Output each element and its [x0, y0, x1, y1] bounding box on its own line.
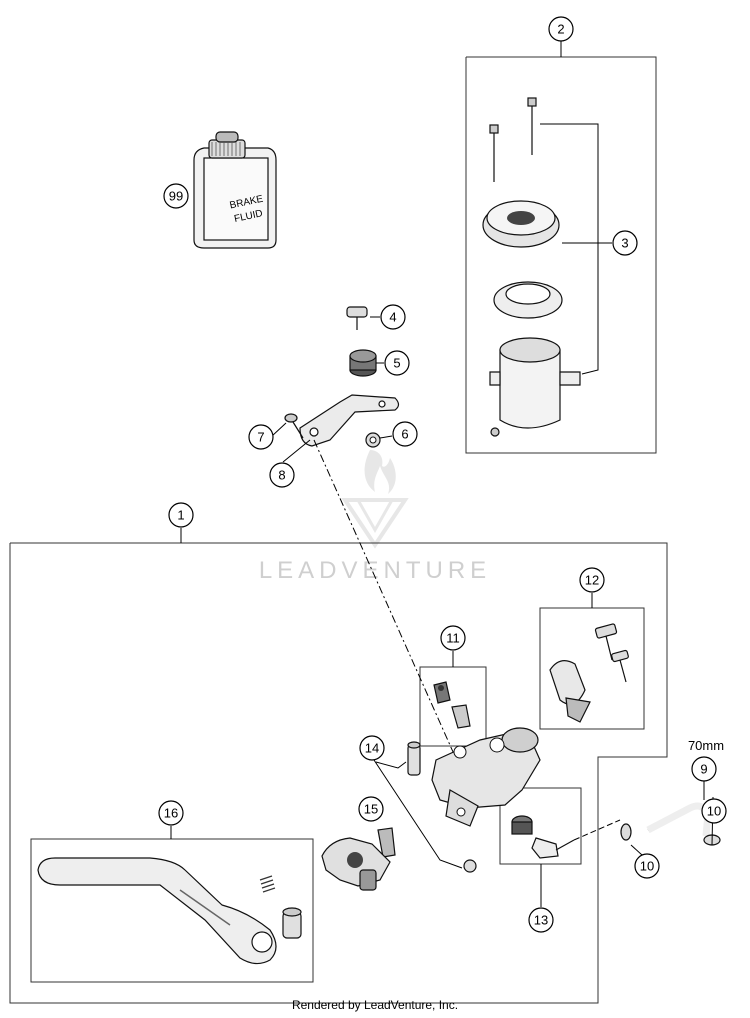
pin-part-14 — [407, 741, 421, 776]
callout-7: 7 — [248, 424, 274, 450]
bracket-part-8 — [299, 394, 400, 447]
svg-text:99: 99 — [169, 189, 183, 204]
svg-text:3: 3 — [621, 236, 628, 251]
nut-part-14b — [463, 859, 477, 873]
svg-text:7: 7 — [257, 430, 264, 445]
screw-part-7 — [284, 413, 304, 439]
callout-13: 13 — [528, 907, 554, 933]
callout-14: 14 — [359, 735, 385, 761]
callout-99: 99 — [163, 183, 189, 209]
callout-11: 11 — [440, 625, 466, 651]
callout-6: 6 — [392, 421, 418, 447]
reservoir-screws — [489, 97, 537, 182]
callout-15: 15 — [358, 796, 384, 822]
svg-text:10: 10 — [640, 859, 654, 874]
bleed-nipple-part-11 — [433, 681, 471, 729]
callout-8: 8 — [269, 462, 295, 488]
callout-10-left: 10 — [634, 853, 660, 879]
reservoir-group-frame — [465, 56, 657, 454]
callout-3: 3 — [612, 230, 638, 256]
svg-text:14: 14 — [365, 741, 379, 756]
svg-text:15: 15 — [364, 802, 378, 817]
svg-text:9: 9 — [700, 762, 707, 777]
adjuster-assembly — [321, 837, 391, 891]
callout-5: 5 — [384, 350, 410, 376]
callout-2: 2 — [548, 16, 574, 42]
callout-9: 9 — [691, 756, 717, 782]
footer-credit: Rendered by LeadVenture, Inc. — [291, 998, 459, 1012]
reservoir-diaphragm — [493, 281, 563, 319]
dust-boot-part-15 — [377, 827, 396, 858]
hose-part-9 — [646, 802, 712, 837]
svg-text:11: 11 — [446, 631, 460, 646]
svg-text:6: 6 — [401, 427, 408, 442]
svg-text:8: 8 — [278, 468, 285, 483]
svg-text:1: 1 — [177, 508, 184, 523]
clamp-part-12 — [549, 623, 629, 723]
brake-lever-part-16 — [37, 857, 302, 965]
reservoir-body — [489, 337, 581, 437]
svg-text:4: 4 — [389, 310, 396, 325]
svg-text:16: 16 — [164, 806, 178, 821]
rubber-grommet-part-5 — [349, 349, 377, 377]
master-cylinder-group-frame — [9, 542, 668, 1004]
nut-part-6 — [365, 432, 381, 448]
svg-text:2: 2 — [557, 22, 564, 37]
watermark-text: LEADVENTURE — [259, 557, 491, 584]
hose-length-label: 70mm — [688, 738, 724, 753]
callout-1: 1 — [168, 502, 194, 528]
master-cylinder-body — [431, 727, 541, 827]
watermark-logo — [341, 450, 409, 549]
callout-16: 16 — [158, 800, 184, 826]
svg-text:5: 5 — [393, 356, 400, 371]
part-16-frame — [30, 838, 314, 983]
callout-12: 12 — [579, 567, 605, 593]
bolt-part-4 — [346, 306, 368, 330]
brake-fluid-bottle: BRAKE FLUID — [193, 131, 277, 249]
banjo-part-13 — [511, 815, 575, 859]
svg-text:12: 12 — [585, 573, 599, 588]
reservoir-cap — [482, 200, 560, 248]
svg-text:13: 13 — [534, 913, 548, 928]
callout-10-right: 10 — [701, 798, 727, 824]
svg-text:10: 10 — [707, 804, 721, 819]
callout-4: 4 — [380, 304, 406, 330]
